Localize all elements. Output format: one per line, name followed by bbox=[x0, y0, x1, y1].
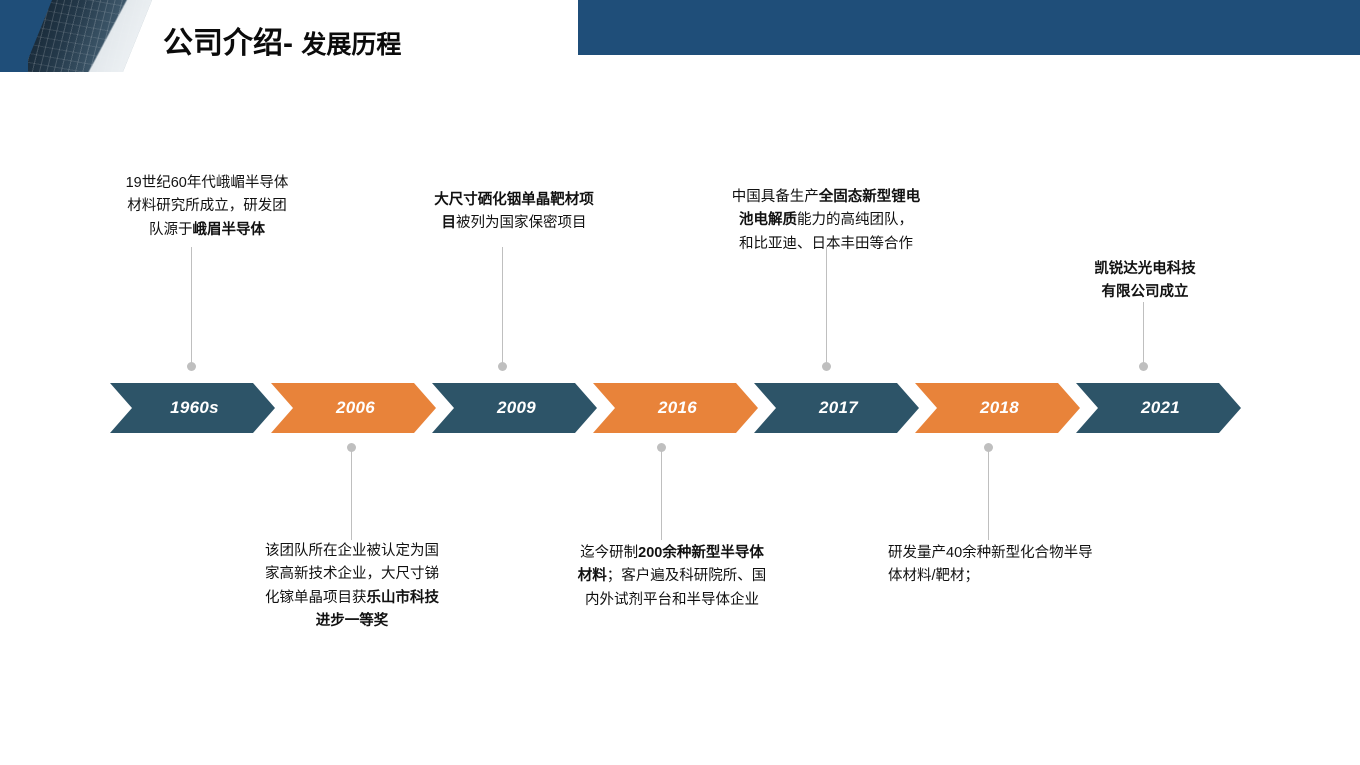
note-line-1: 研发量产40余种新型化合物半导 bbox=[888, 545, 1093, 561]
page-title-sub: 发展历程 bbox=[301, 31, 402, 59]
note-below-2016: 迄今研制200余种新型半导体 材料；客户遍及科研院所、国 内外试剂平台和半导体企… bbox=[551, 542, 793, 612]
note-line-2: 能力的高纯团队， bbox=[797, 212, 913, 229]
note-below-2018: 研发量产40余种新型化合物半导 体材料/靶材； bbox=[888, 542, 1156, 589]
timeline-chevron-2021[interactable]: 2021 bbox=[1076, 383, 1241, 433]
connector-dot bbox=[657, 443, 666, 452]
note-above-2009: 大尺寸硒化铟单晶靶材项 目被列为国家保密项目 bbox=[403, 189, 625, 236]
slide-header: 公司介绍- 发展历程 bbox=[0, 0, 1360, 80]
connector-dot bbox=[822, 362, 831, 371]
timeline-chevron-1960s[interactable]: 1960s bbox=[110, 383, 275, 433]
note-line-3: 化镓单晶项目获 bbox=[265, 589, 367, 606]
note-above-2017: 中国具备生产全固态新型锂电 池电解质能力的高纯团队， 和比亚迪、日本丰田等合作 bbox=[697, 186, 955, 256]
connector-dot bbox=[1139, 362, 1148, 371]
note-line-2-bold: 有限公司成立 bbox=[1101, 284, 1189, 301]
chevron-year-label: 2017 bbox=[818, 398, 859, 417]
connector-below-2006 bbox=[347, 443, 356, 540]
note-line-2: 家高新技术企业，大尺寸锑 bbox=[265, 566, 439, 583]
note-line-1-bold: 200余种新型半导体 bbox=[638, 545, 764, 561]
page-title: 公司介绍- 发展历程 bbox=[163, 18, 401, 62]
connector-above-2009 bbox=[498, 247, 507, 371]
note-line-2: 体材料/靶材； bbox=[888, 568, 980, 585]
note-line-1: 该团队所在企业被认定为国 bbox=[265, 543, 439, 559]
note-line-1: 19世纪60年代峨嵋半导体 bbox=[125, 175, 289, 191]
connector-below-2016 bbox=[657, 443, 666, 540]
header-blue-band bbox=[578, 0, 1360, 55]
connector-above-2017 bbox=[822, 247, 831, 371]
connector-dot bbox=[498, 362, 507, 371]
chevron-year-label: 2021 bbox=[1140, 398, 1181, 417]
note-line-1-bold: 全固态新型锂电 bbox=[818, 189, 921, 205]
note-line-1-bold: 凯锐达光电科技 bbox=[1094, 261, 1196, 277]
timeline-chevron-2017[interactable]: 2017 bbox=[754, 383, 919, 433]
connector-above-1960s bbox=[187, 247, 196, 371]
note-line-3-bold: 乐山市科技 bbox=[366, 589, 440, 606]
note-line-1-bold: 大尺寸硒化铟单晶靶材项 bbox=[434, 192, 594, 208]
connector-dot bbox=[984, 443, 993, 452]
timeline-chevron-2016[interactable]: 2016 bbox=[593, 383, 758, 433]
note-line-2: 材料研究所成立，研发团 bbox=[127, 198, 287, 215]
connector-dot bbox=[347, 443, 356, 452]
connector-above-2021 bbox=[1139, 302, 1148, 371]
timeline-chevron-2018[interactable]: 2018 bbox=[915, 383, 1080, 433]
chevron-year-label: 2009 bbox=[496, 398, 537, 417]
note-line-3: 队源于 bbox=[149, 221, 193, 238]
connector-below-2018 bbox=[984, 443, 993, 540]
note-line-3: 内外试剂平台和半导体企业 bbox=[585, 591, 759, 608]
note-line-4-bold: 进步一等奖 bbox=[315, 613, 389, 630]
chevron-year-label: 2016 bbox=[657, 398, 698, 417]
timeline-chevron-2006[interactable]: 2006 bbox=[271, 383, 436, 433]
page-title-main: 公司介绍 bbox=[163, 27, 283, 60]
note-line-3-bold: 峨眉半导体 bbox=[192, 221, 266, 238]
note-line-1: 迄今研制 bbox=[580, 545, 639, 561]
page-title-separator: - bbox=[283, 27, 302, 60]
note-line-2: 被列为国家保密项目 bbox=[456, 215, 587, 232]
connector-dot bbox=[187, 362, 196, 371]
note-line-3: 和比亚迪、日本丰田等合作 bbox=[739, 235, 913, 252]
chevron-year-label: 2018 bbox=[979, 398, 1020, 417]
note-line-2-bold: 材料 bbox=[577, 568, 607, 585]
note-below-2006: 该团队所在企业被认定为国 家高新技术企业，大尺寸锑 化镓单晶项目获乐山市科技 进… bbox=[231, 540, 473, 634]
note-line-2-bold: 目 bbox=[441, 215, 457, 232]
timeline-chevron-2009[interactable]: 2009 bbox=[432, 383, 597, 433]
note-line-2: ；客户遍及科研院所、国 bbox=[606, 568, 767, 585]
chevron-year-label: 1960s bbox=[170, 398, 219, 417]
chevron-year-label: 2006 bbox=[335, 398, 376, 417]
note-above-2021: 凯锐达光电科技 有限公司成立 bbox=[1056, 258, 1234, 305]
note-line-1: 中国具备生产 bbox=[731, 189, 819, 205]
note-line-2-bold: 池电解质 bbox=[739, 212, 797, 229]
note-above-1960s: 19世纪60年代峨嵋半导体 材料研究所成立，研发团 队源于峨眉半导体 bbox=[104, 172, 310, 242]
